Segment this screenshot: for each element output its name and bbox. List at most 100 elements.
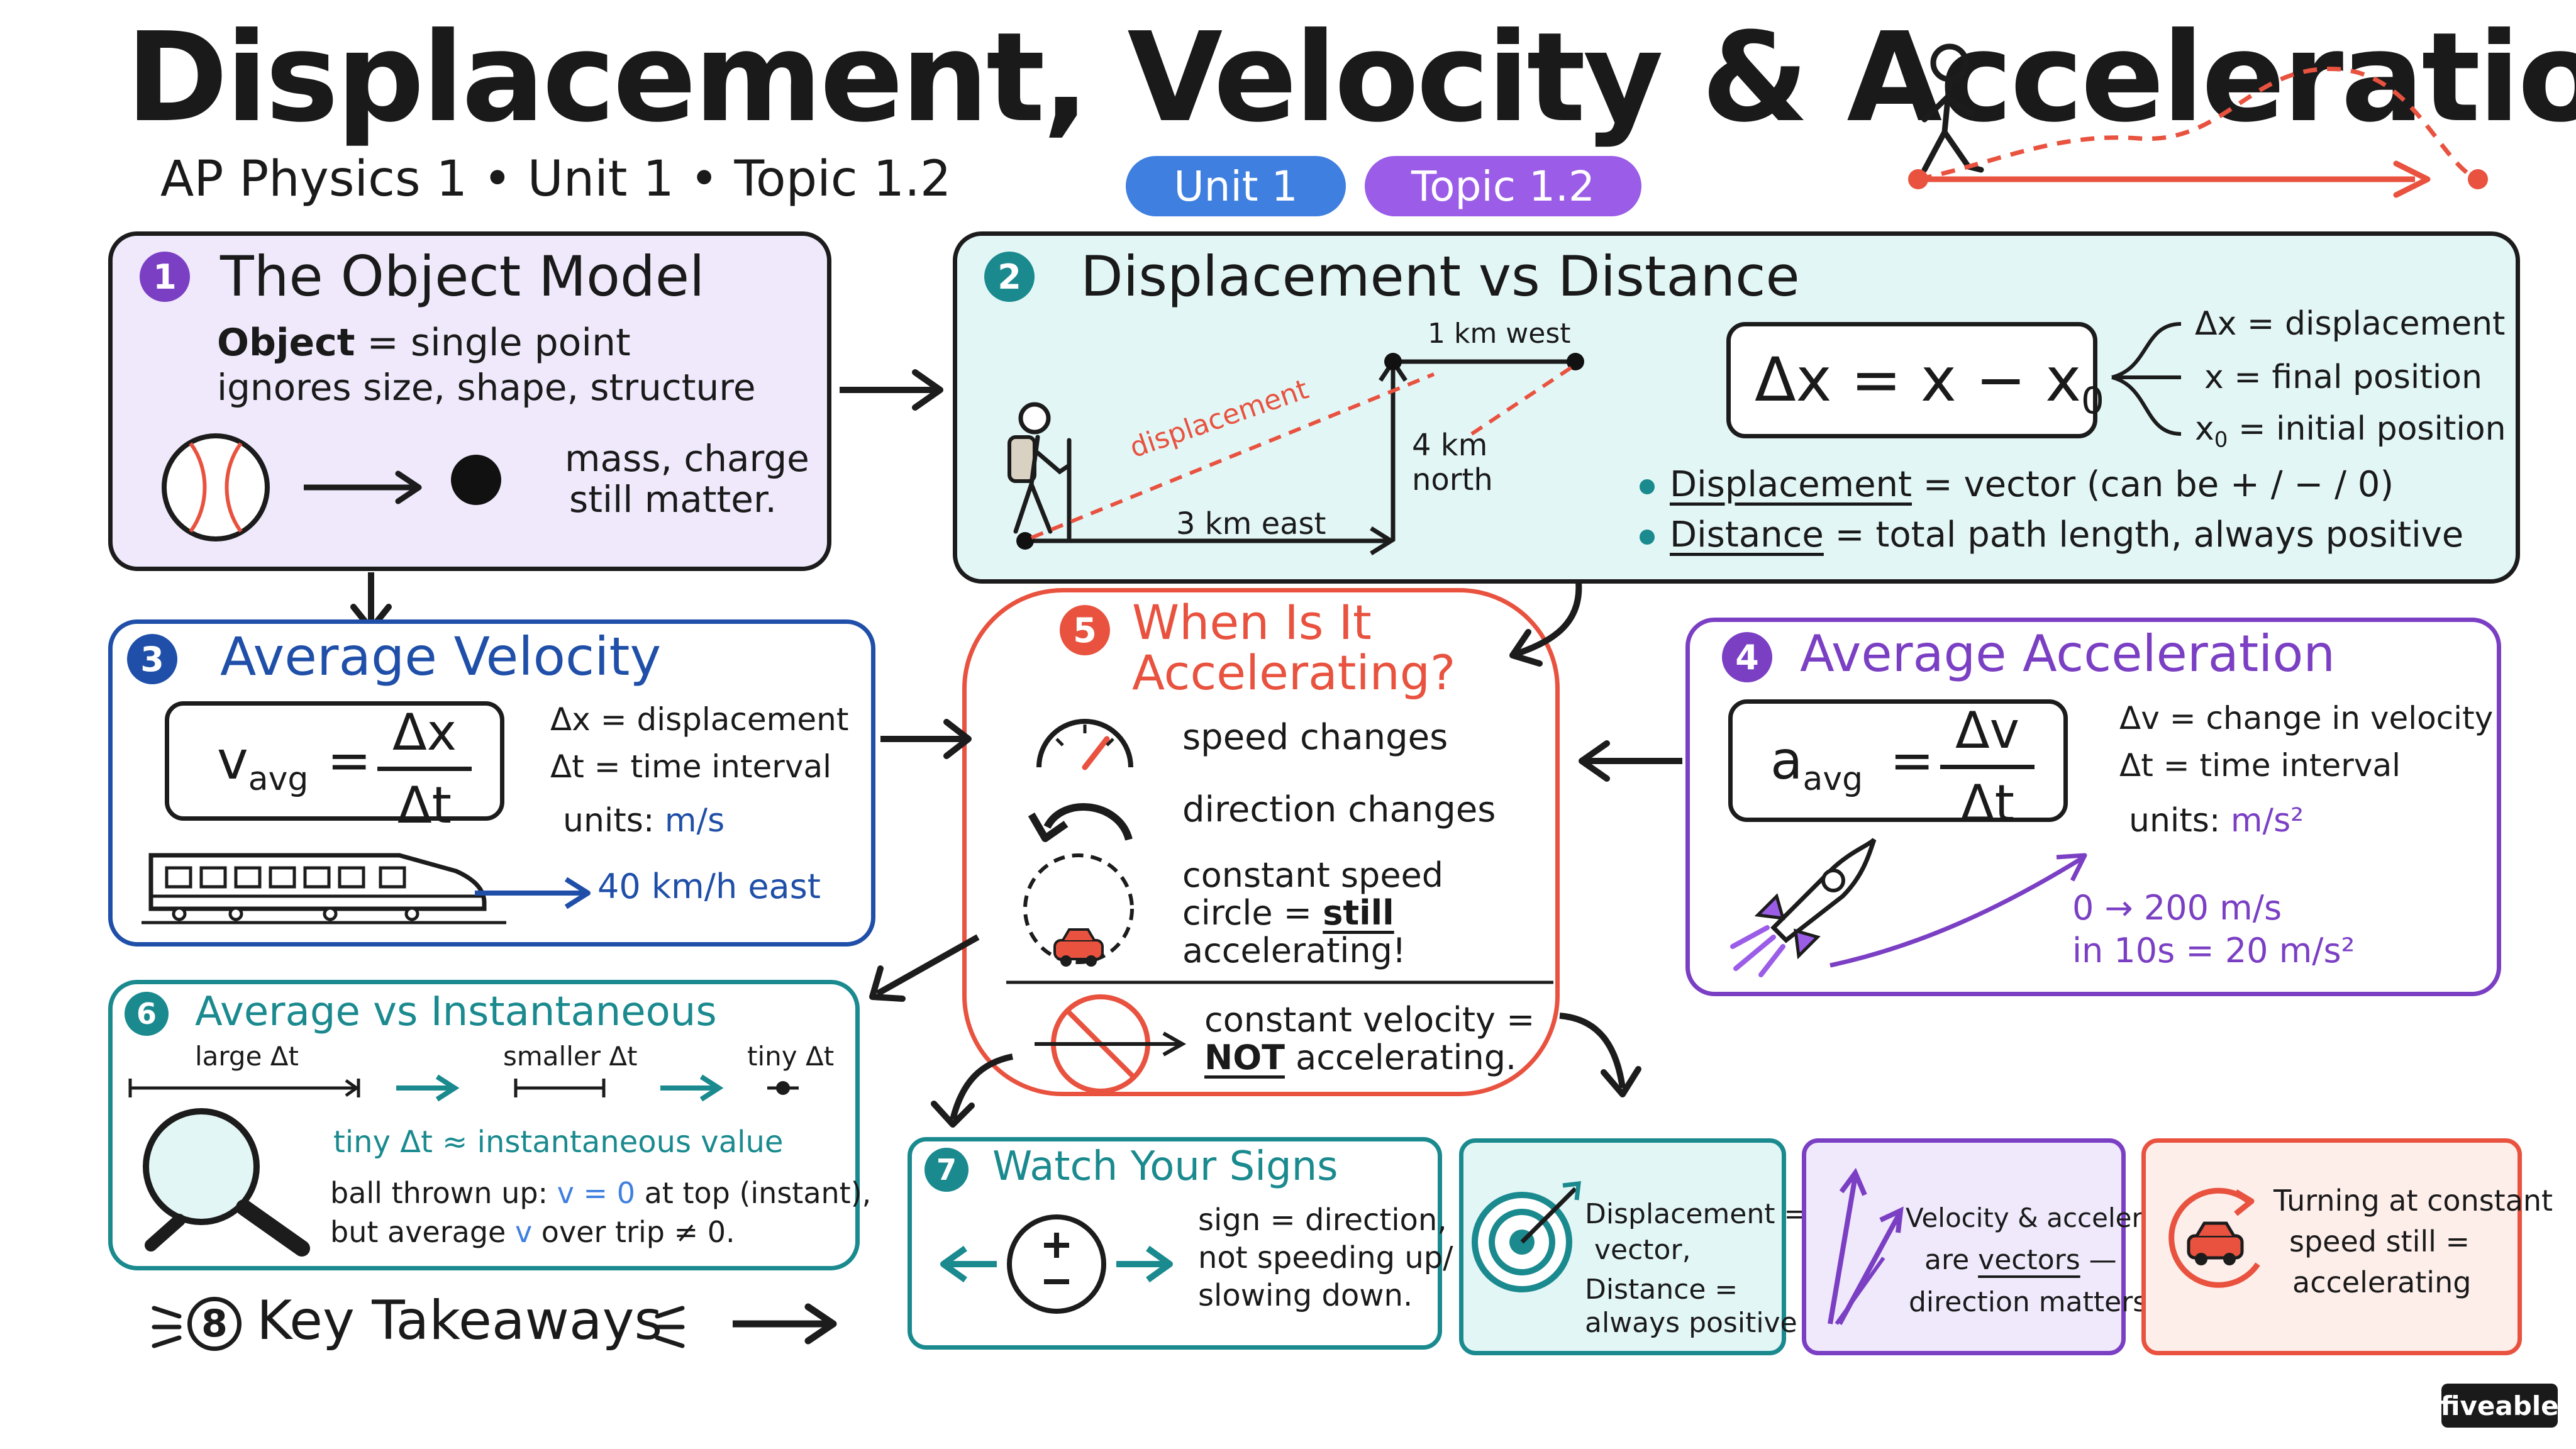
displacement-bullet: Displacement = vector (can be + / − / 0) — [1670, 464, 2394, 505]
arrow-3-to-5 — [880, 719, 972, 759]
accelerating-text: accelerating! — [1182, 931, 1406, 970]
acceleration-numerator: Δv — [1955, 701, 2020, 760]
point-mass-icon — [451, 455, 501, 505]
section-number-6: 6 — [125, 992, 169, 1036]
acceleration-fraction: Δv Δt — [1940, 701, 2035, 833]
velocity-numerator: Δx — [392, 703, 457, 762]
circle-still-text: circle = still — [1182, 893, 1394, 933]
when-accelerating-title-line2: Accelerating? — [1132, 645, 1456, 701]
not-accelerating-text: NOT accelerating. — [1204, 1038, 1517, 1077]
ball-thrown-line1: ball thrown up: v = 0 at top (instant), — [330, 1176, 872, 1210]
motion-path-icon — [1908, 66, 2488, 198]
arrow-2-to-5 — [1509, 581, 1582, 667]
signs-line3: slowing down. — [1198, 1278, 1413, 1313]
direction-changes-text: direction changes — [1182, 789, 1496, 830]
rocket-example-2: in 10s = 20 m/s² — [2072, 931, 2355, 970]
unit-badge: Unit 1 — [1126, 156, 1346, 216]
signs-line1: sign = direction, — [1198, 1202, 1447, 1238]
a-avg-symbol: aavg — [1770, 730, 1863, 798]
average-acceleration-title: Average Acceleration — [1800, 625, 2336, 683]
acceleration-denominator: Δt — [1960, 774, 2015, 833]
tiny-dt-label: tiny Δt — [747, 1041, 835, 1072]
page-title: Displacement, Velocity & Acceleration — [126, 6, 2576, 150]
def-delta-x: Δx = displacement — [2195, 305, 2506, 343]
speed-changes-text: speed changes — [1182, 717, 1448, 758]
takeaway-vectors-line2: are vectors — — [1924, 1244, 2117, 1276]
velocity-def-delta-t: Δt = time interval — [550, 748, 831, 785]
velocity-fraction: Δx Δt — [377, 703, 472, 835]
mass-charge-note: mass, charge — [565, 437, 809, 480]
acceleration-def-delta-t: Δt = time interval — [2119, 747, 2401, 784]
displacement-path-diagram — [1016, 353, 1584, 555]
constant-velocity-text: constant velocity = — [1204, 1000, 1535, 1040]
definition-brace — [2111, 322, 2182, 436]
train-icon — [142, 853, 506, 924]
displacement-distance-title: Displacement vs Distance — [1080, 244, 1800, 309]
large-dt-label: large Δt — [195, 1041, 299, 1072]
acceleration-formula-box — [1728, 699, 2068, 822]
acceleration-units: units: m/s² — [2129, 802, 2304, 840]
instantaneous-note: tiny Δt ≈ instantaneous value — [333, 1124, 784, 1160]
rocket-example-1: 0 → 200 m/s — [2072, 888, 2282, 928]
velocity-equals: = — [327, 730, 372, 791]
still-matter-note: still matter. — [569, 478, 777, 521]
no-acceleration-icon — [1035, 994, 1187, 1094]
watch-signs-card — [908, 1137, 1442, 1350]
object-model-title: The Object Model — [220, 244, 705, 309]
bullet-dot-2 — [1640, 530, 1655, 545]
constant-speed-text: constant speed — [1182, 855, 1444, 895]
displacement-formula: Δx = x − x0 — [1755, 345, 2104, 423]
velocity-formula-box — [165, 701, 504, 821]
arrow-1-to-2 — [840, 369, 943, 411]
arrow-5-to-takeaways — [1559, 1013, 1641, 1097]
takeaway-displacement-line4: always positive — [1585, 1307, 1797, 1339]
arrow-4-to-5 — [1579, 740, 1682, 782]
when-accelerating-title-line1: When Is It — [1132, 594, 1372, 650]
average-instantaneous-title: Average vs Instantaneous — [195, 989, 717, 1035]
takeaways-sparkle-left-icon — [152, 1306, 182, 1348]
circular-motion-car-icon — [1023, 853, 1134, 967]
turning-car-icon — [2168, 1187, 2260, 1288]
bullet-dot-1 — [1640, 479, 1655, 494]
velocity-def-delta-x: Δx = displacement — [550, 701, 849, 738]
label-1km-west: 1 km west — [1428, 318, 1571, 350]
interval-shrink-diagram — [128, 1074, 799, 1102]
average-velocity-title: Average Velocity — [220, 626, 662, 687]
acceleration-equals: = — [1890, 730, 1935, 791]
train-velocity-note: 40 km/h east — [597, 867, 821, 906]
acceleration-def-delta-v: Δv = change in velocity — [2119, 700, 2494, 736]
page-subtitle: AP Physics 1 • Unit 1 • Topic 1.2 — [160, 151, 952, 208]
section-number-4: 4 — [1722, 632, 1772, 682]
label-north: north — [1412, 462, 1493, 497]
v-avg-symbol: vavg — [217, 730, 309, 798]
takeaways-arrow-icon — [733, 1303, 837, 1345]
topic-badge: Topic 1.2 — [1365, 156, 1641, 216]
label-3km-east: 3 km east — [1176, 506, 1326, 541]
def-x: x = final position — [2204, 358, 2482, 396]
smaller-dt-label: smaller Δt — [503, 1041, 638, 1072]
divider-line — [1006, 980, 1553, 984]
takeaway-vectors-line3: direction matters — [1909, 1286, 2148, 1318]
acceleration-curve-arrow — [1829, 853, 2087, 968]
section-number-8: 8 — [187, 1297, 242, 1351]
arrow-5-to-7 — [931, 1053, 1014, 1128]
section-number-7: 7 — [924, 1148, 969, 1192]
takeaway-turning-line3: accelerating — [2292, 1265, 2472, 1299]
velocity-denominator: Δt — [397, 776, 452, 835]
brand-logo: fiveable — [2440, 1384, 2559, 1428]
section-number-1: 1 — [140, 252, 190, 302]
magnifier-icon — [143, 1108, 310, 1257]
def-x0: x0 = initial position — [2195, 410, 2506, 453]
key-takeaways-label: Key Takeaways — [257, 1289, 663, 1352]
target-icon — [1472, 1180, 1581, 1292]
hiker-icon — [1008, 402, 1072, 540]
object-ignores-text: ignores size, shape, structure — [217, 366, 756, 409]
arrow-5-to-6 — [869, 934, 980, 1002]
section-number-5: 5 — [1060, 605, 1110, 655]
section-number-3: 3 — [127, 634, 177, 684]
rocket-icon — [1730, 838, 1877, 977]
signs-line2: not speeding up/ — [1198, 1240, 1453, 1275]
takeaway-turning-line2: speed still = — [2289, 1224, 2470, 1258]
takeaway-displacement-line3: Distance = — [1585, 1274, 1738, 1306]
plus-minus-icon — [940, 1214, 1173, 1314]
